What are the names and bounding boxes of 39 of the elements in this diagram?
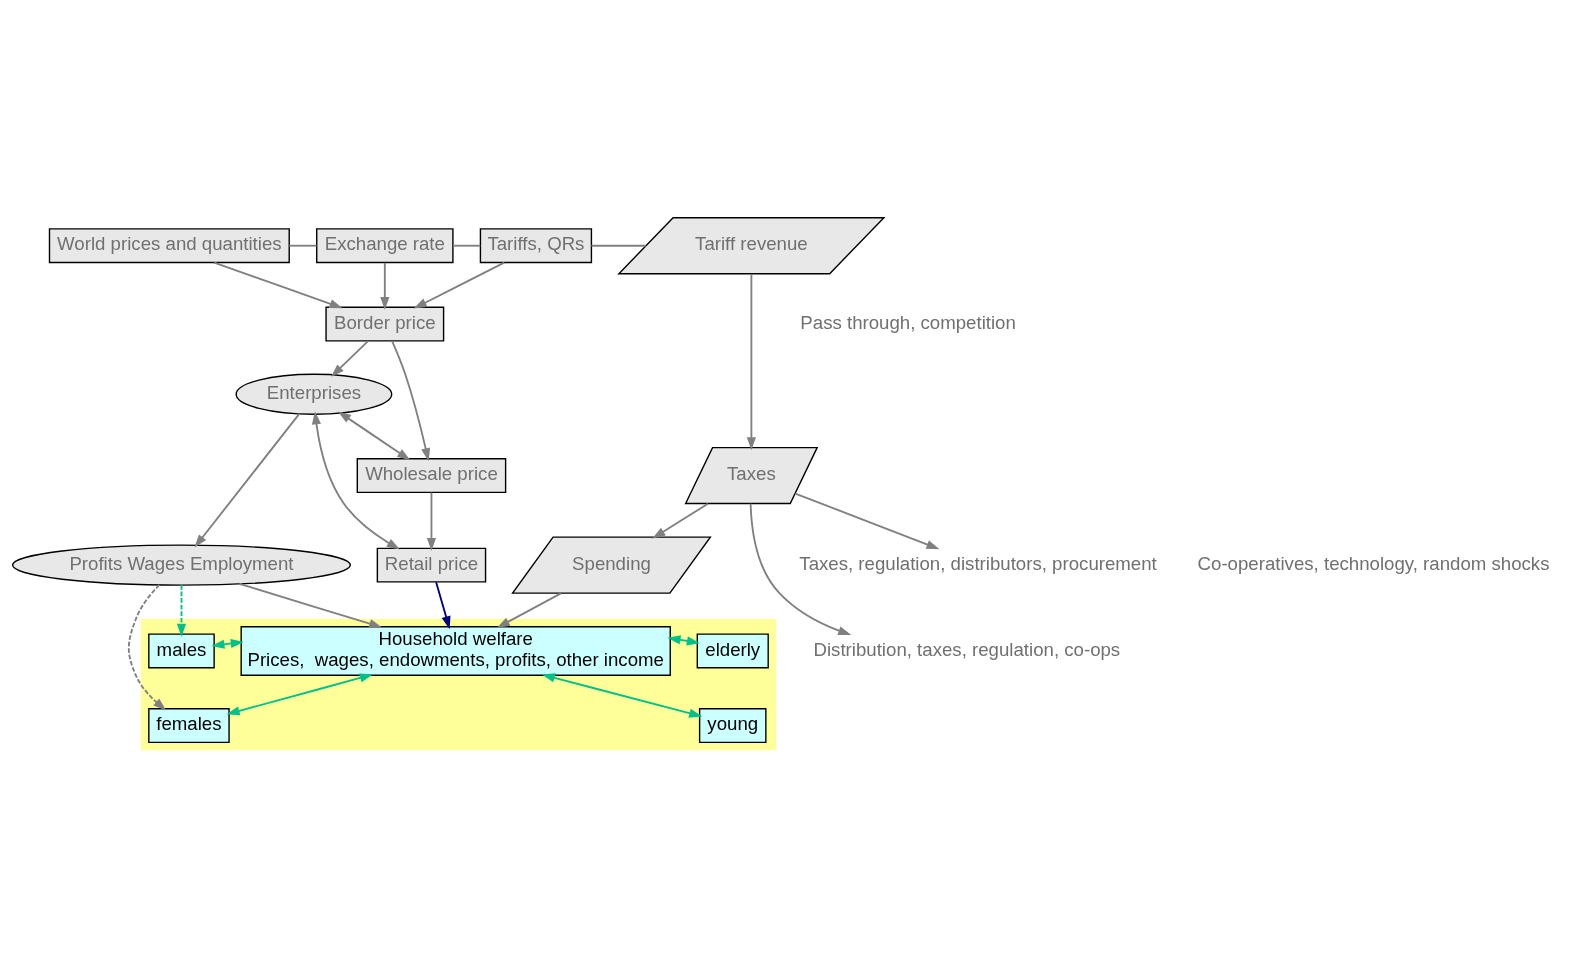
- arrow: [749, 502, 852, 636]
- arrow: [541, 673, 703, 718]
- arrow: [226, 673, 373, 716]
- arrow: [426, 491, 437, 552]
- arrow: [176, 584, 187, 637]
- label: Pass through, competition: [800, 311, 1016, 333]
- arrow: [435, 581, 451, 630]
- connector: [288, 244, 318, 247]
- arrow: [337, 411, 411, 461]
- node-box: Tariffs, QRs: [479, 228, 593, 264]
- connector: [590, 244, 647, 247]
- node-text: Taxes, regulation, distributors, procurement: [799, 552, 1157, 574]
- arrow: [652, 502, 709, 539]
- label: Co-operatives, technology, random shocks: [1197, 552, 1550, 574]
- node-box: Household welfare Prices, wages, endowments, profits, other income: [240, 625, 671, 676]
- node-box: females: [148, 708, 230, 744]
- node-box: males: [148, 633, 215, 669]
- node-box: World prices and quantities: [48, 228, 290, 264]
- arrow: [794, 492, 940, 550]
- node-ellipse: Profits Wages Employment: [11, 544, 352, 586]
- arrow: [413, 261, 506, 309]
- node-box: young: [698, 708, 767, 744]
- node-box: elderly: [696, 633, 769, 669]
- node-box: Exchange rate: [316, 228, 454, 264]
- arrow: [391, 340, 431, 462]
- arrow: [127, 584, 167, 711]
- arrow: [746, 273, 756, 451]
- node-box: Retail price: [376, 547, 487, 583]
- arrow: [331, 340, 369, 377]
- arrow: [380, 261, 390, 311]
- connector: [452, 244, 482, 247]
- node-text: Distribution, taxes, regulation, co-ops: [813, 638, 1121, 660]
- arrow: [213, 261, 343, 309]
- node-box: Border price: [325, 306, 445, 342]
- node-ellipse: Enterprises: [235, 373, 393, 415]
- node-box: Wholesale price: [356, 458, 507, 494]
- arrow: [238, 582, 383, 629]
- arrow: [311, 411, 400, 550]
- arrow: [194, 412, 301, 548]
